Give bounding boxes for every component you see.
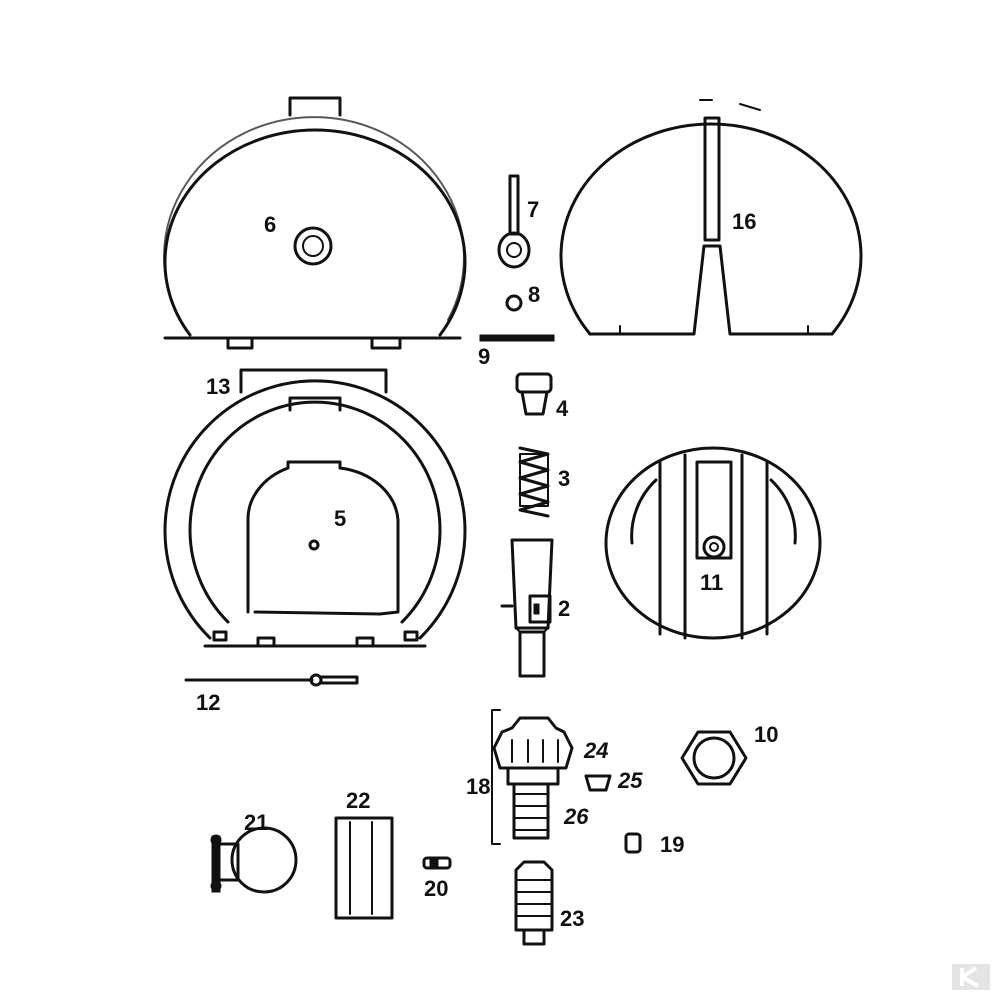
label-part-9: 9 bbox=[478, 344, 490, 369]
label-part-8: 8 bbox=[528, 282, 540, 307]
part-22-tube bbox=[334, 816, 394, 920]
label-part-26: 26 bbox=[563, 804, 589, 829]
label-part-22: 22 bbox=[346, 788, 370, 813]
part-8-ball bbox=[505, 294, 523, 312]
part-5-housing bbox=[163, 379, 467, 648]
part-3-spring bbox=[518, 446, 550, 518]
part-2-valve-body bbox=[500, 538, 554, 678]
label-part-18: 18 bbox=[466, 774, 490, 799]
part-7-pin bbox=[497, 174, 531, 269]
label-part-2: 2 bbox=[558, 596, 570, 621]
label-part-13: 13 bbox=[206, 374, 230, 399]
part-11-drum bbox=[604, 446, 822, 640]
part-4-plug bbox=[515, 372, 553, 416]
part-12-rod bbox=[184, 673, 359, 687]
kramp-logo-icon bbox=[952, 964, 990, 990]
label-part-25: 25 bbox=[617, 768, 643, 793]
part-16-split-plate bbox=[559, 99, 863, 336]
part-20-insert bbox=[422, 856, 452, 870]
label-part-3: 3 bbox=[558, 466, 570, 491]
part-18-nozzle-assembly bbox=[491, 709, 574, 845]
label-part-6: 6 bbox=[264, 212, 276, 237]
label-part-20: 20 bbox=[424, 876, 448, 901]
part-13-bracket bbox=[239, 368, 388, 394]
part-25-washer bbox=[584, 774, 612, 792]
part-19-small-nut bbox=[624, 832, 642, 854]
part-10-hex-nut bbox=[680, 730, 748, 786]
label-part-19: 19 bbox=[660, 832, 684, 857]
label-part-24: 24 bbox=[583, 738, 608, 763]
part-6-cover bbox=[163, 96, 467, 350]
label-part-5: 5 bbox=[334, 506, 346, 531]
label-part-21: 21 bbox=[244, 810, 268, 835]
label-part-11: 11 bbox=[700, 570, 723, 595]
label-part-7: 7 bbox=[527, 197, 539, 222]
label-part-10: 10 bbox=[754, 722, 778, 747]
part-21-hose-clamp bbox=[210, 826, 298, 894]
part-9-bar bbox=[479, 334, 555, 342]
label-part-23: 23 bbox=[560, 906, 584, 931]
part-23-nipple bbox=[514, 860, 554, 946]
label-part-4: 4 bbox=[556, 396, 569, 421]
label-part-12: 12 bbox=[196, 690, 220, 715]
label-part-16: 16 bbox=[732, 209, 756, 234]
